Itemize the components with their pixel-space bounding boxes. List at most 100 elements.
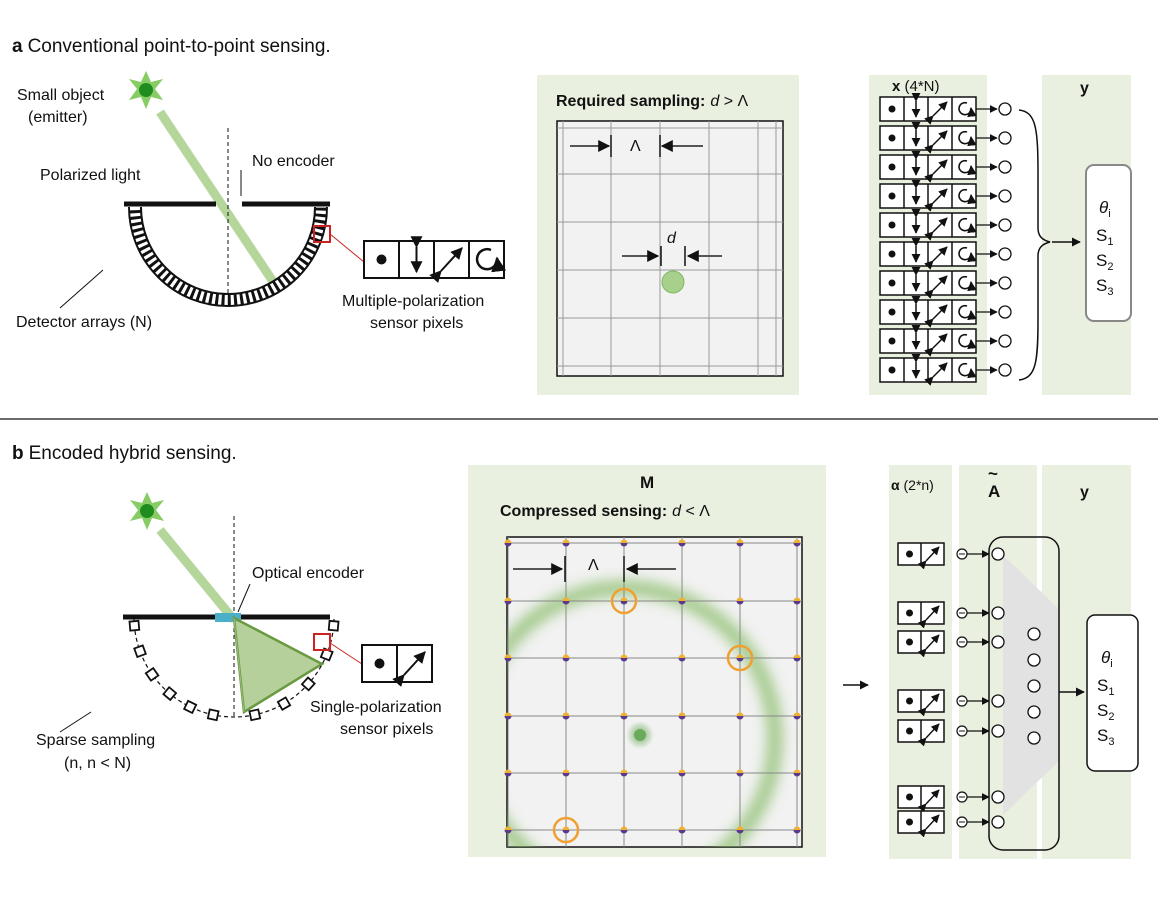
input-node — [991, 635, 1005, 649]
x-row — [879, 353, 1012, 386]
circular-polarization-icon — [958, 333, 977, 350]
x-node — [998, 160, 1012, 174]
dot-icon — [906, 697, 913, 705]
detector-leader — [59, 269, 104, 309]
x-row — [879, 92, 1012, 125]
x-node — [998, 247, 1012, 261]
diagonal-polarization-icon — [924, 217, 948, 241]
diagonal-polarization-icon — [917, 723, 940, 747]
sampling-dot — [793, 712, 801, 720]
diagonal-polarization-icon — [924, 333, 948, 357]
input-node — [991, 694, 1005, 708]
diagonal-polarization-icon — [924, 362, 948, 386]
emitter-star-b — [130, 492, 164, 530]
sparse-detector — [276, 696, 292, 711]
sampling-dot — [736, 654, 744, 662]
sampling-dot — [562, 826, 570, 834]
lambda-marker-b — [513, 556, 676, 582]
sampling-dots — [504, 539, 801, 834]
svg-text:S1: S1 — [1096, 226, 1113, 248]
diagonal-polarization-icon — [924, 159, 948, 183]
x-row — [879, 324, 1012, 357]
label-multi-polarization-2: sensor pixels — [370, 315, 463, 332]
sampling-dot — [562, 712, 570, 720]
lambda-label-a: Λ — [630, 138, 641, 155]
sampling-dot — [678, 654, 686, 662]
dot-icon — [888, 192, 896, 200]
x-node — [998, 131, 1012, 145]
sampling-dot — [793, 539, 801, 547]
single-polarization-pixel — [361, 644, 433, 688]
label-sparse-sampling: Sparse sampling — [36, 732, 155, 749]
output-box-a — [1085, 164, 1132, 322]
circular-polarization-icon — [958, 362, 977, 379]
x-node — [998, 276, 1012, 290]
sparse-detector — [327, 619, 340, 632]
diagonal-polarization-icon — [924, 246, 948, 270]
circular-polarization-icon — [958, 101, 977, 118]
x-row — [879, 150, 1012, 183]
label-multi-polarization-1: Multiple-polarization — [342, 293, 484, 310]
circular-polarization-icon — [958, 159, 977, 176]
dot-icon — [888, 308, 896, 316]
hidden-nodes — [1027, 627, 1041, 745]
sparse-arc — [133, 616, 335, 718]
sparse-detector — [144, 666, 160, 682]
label-small-object: Small object — [17, 87, 105, 104]
dot-icon — [906, 550, 913, 558]
sampling-dot — [620, 826, 628, 834]
x-input-rows — [879, 92, 1012, 386]
sparse-detector — [133, 644, 147, 659]
required-sampling-title: Required sampling:d > Λ — [556, 93, 749, 110]
x-brace — [1018, 109, 1051, 381]
x-node — [998, 334, 1012, 348]
input-node — [991, 815, 1005, 829]
sampling-dot — [620, 654, 628, 662]
sampling-dot — [562, 769, 570, 777]
output-box-b — [1086, 614, 1139, 772]
callout-line-b — [329, 642, 363, 665]
sampling-dot — [504, 539, 512, 547]
sampling-dot — [504, 597, 512, 605]
dot-icon — [888, 337, 896, 345]
output-labels-b: θi S1 S2 S3 — [1097, 648, 1114, 748]
x-row — [879, 121, 1012, 154]
sampling-dot — [793, 654, 801, 662]
sampling-dot — [562, 539, 570, 547]
svg-text:S1: S1 — [1097, 676, 1114, 698]
dot-icon — [906, 727, 913, 735]
label-single-polarization-1: Single-polarization — [310, 699, 442, 716]
dot-icon — [888, 366, 896, 374]
emitter-star-a — [129, 71, 163, 109]
sparse-detector — [182, 699, 198, 715]
diagonal-polarization-icon — [917, 789, 940, 813]
matrix-M-label: M — [640, 473, 654, 492]
dot-icon — [906, 793, 913, 801]
A-tilde: ~ — [988, 464, 998, 483]
d-marker — [622, 246, 722, 266]
label-sparse-n: (n, n < N) — [64, 755, 131, 772]
dot-icon — [888, 221, 896, 229]
svg-text:S2: S2 — [1097, 701, 1114, 723]
x-row — [879, 237, 1012, 270]
sampling-dot — [678, 826, 686, 834]
sampling-dot — [562, 597, 570, 605]
encoded-light-cone — [232, 615, 325, 715]
label-no-encoder: No encoder — [252, 153, 335, 170]
y-header-a: y — [1080, 80, 1089, 97]
diagonal-polarization-icon — [924, 275, 948, 299]
sampling-dot — [736, 597, 744, 605]
alpha-row — [897, 601, 1005, 629]
sampling-dot — [736, 826, 744, 834]
svg-text:θi: θi — [1099, 198, 1111, 220]
multi-polarization-pixel — [363, 236, 507, 284]
circular-polarization-icon — [958, 304, 977, 321]
x-row — [879, 179, 1012, 212]
sampling-dot — [620, 769, 628, 777]
A-header: A — [988, 482, 1000, 501]
circular-polarization-icon — [958, 188, 977, 205]
sampling-dot — [793, 597, 801, 605]
x-row — [879, 295, 1012, 328]
